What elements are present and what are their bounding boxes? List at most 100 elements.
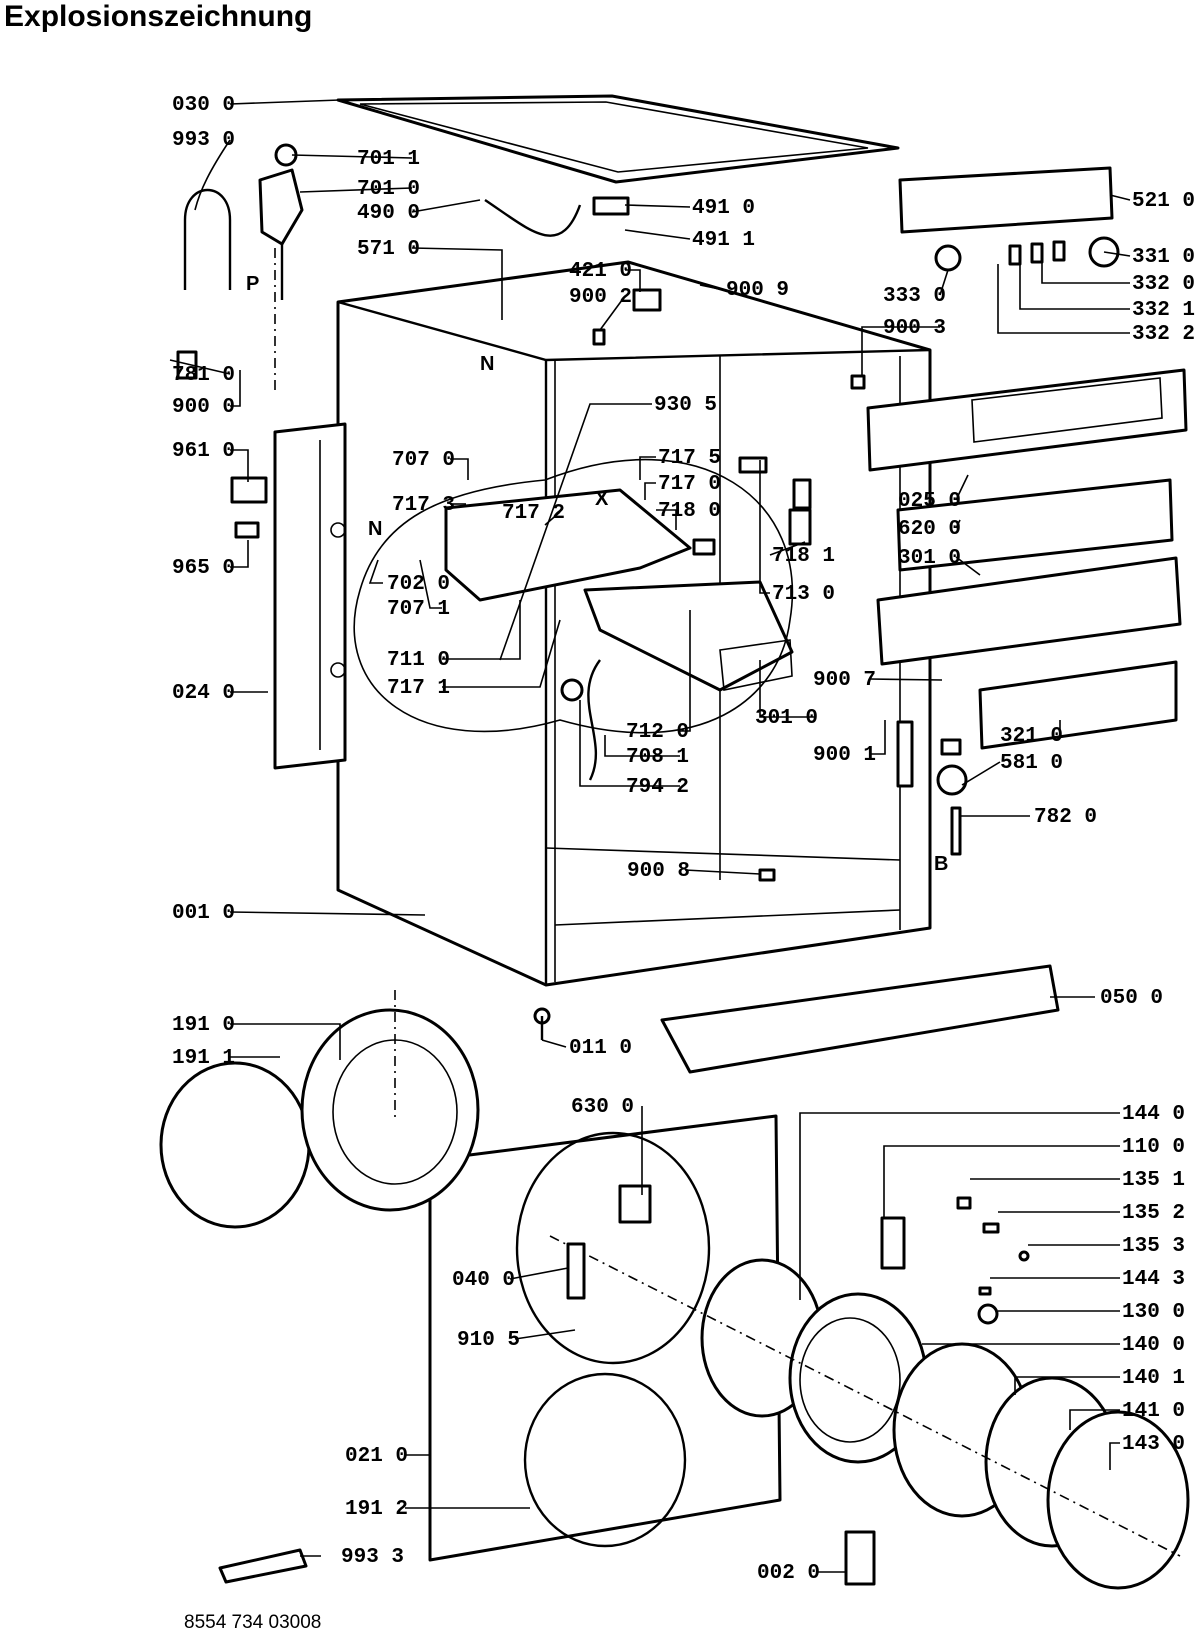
leader-line bbox=[955, 474, 969, 501]
leader-line bbox=[644, 482, 656, 500]
leader-line bbox=[604, 735, 680, 757]
leader-line bbox=[230, 449, 249, 482]
leader-line bbox=[1014, 1376, 1120, 1395]
door-assembly bbox=[274, 248, 1190, 1590]
part-label: 301 0 bbox=[898, 547, 961, 570]
part-label: 050 0 bbox=[1100, 987, 1163, 1010]
part-label: 707 0 bbox=[392, 449, 455, 472]
part-label: 191 0 bbox=[172, 1014, 235, 1037]
leader-line bbox=[544, 511, 561, 526]
leader-line bbox=[769, 541, 806, 556]
leader-line bbox=[229, 911, 426, 916]
part-label: 332 1 bbox=[1132, 299, 1195, 322]
part-label: 713 0 bbox=[772, 583, 835, 606]
leader-line bbox=[939, 269, 949, 296]
part-label: 025 0 bbox=[898, 490, 961, 513]
leader-line bbox=[230, 540, 249, 568]
part-label: 110 0 bbox=[1122, 1136, 1185, 1159]
small-parts bbox=[176, 143, 1066, 1586]
part-label: 321 0 bbox=[1000, 725, 1063, 748]
leader-line bbox=[1069, 1409, 1120, 1430]
part-label: 900 9 bbox=[726, 279, 789, 302]
leader-line bbox=[299, 187, 413, 193]
part-label: 900 3 bbox=[883, 317, 946, 340]
leader-line bbox=[1109, 1442, 1120, 1470]
leader-line bbox=[194, 139, 231, 211]
part-label: 718 0 bbox=[658, 500, 721, 523]
leader-line bbox=[961, 761, 1001, 786]
part-label: 333 0 bbox=[883, 285, 946, 308]
part-label: 794 2 bbox=[626, 776, 689, 799]
leader-lines bbox=[169, 99, 1131, 1573]
part-label: 021 0 bbox=[345, 1445, 408, 1468]
part-label: 490 0 bbox=[357, 202, 420, 225]
part-label: 191 1 bbox=[172, 1047, 235, 1070]
leader-line bbox=[955, 556, 981, 576]
part-label: 910 5 bbox=[457, 1329, 520, 1352]
part-label: 491 1 bbox=[692, 229, 755, 252]
leader-line bbox=[955, 519, 961, 529]
part-label: 144 3 bbox=[1122, 1268, 1185, 1291]
document-number: 8554 734 03008 bbox=[184, 1612, 322, 1633]
front-panel bbox=[428, 1114, 782, 1562]
part-label: 708 1 bbox=[626, 746, 689, 769]
part-label: 130 0 bbox=[1122, 1301, 1185, 1324]
part-label: 782 0 bbox=[1034, 806, 1097, 829]
leader-line bbox=[684, 869, 761, 875]
part-label: 011 0 bbox=[569, 1037, 632, 1060]
leader-line bbox=[599, 295, 626, 331]
part-label: 717 1 bbox=[387, 677, 450, 700]
leader-line bbox=[230, 370, 241, 407]
part-label: 930 5 bbox=[654, 394, 717, 417]
part-label: 141 0 bbox=[1122, 1400, 1185, 1423]
leader-line bbox=[639, 456, 656, 480]
part-label: 630 0 bbox=[571, 1096, 634, 1119]
leader-line bbox=[870, 720, 886, 755]
part-label: 712 0 bbox=[626, 721, 689, 744]
leader-line bbox=[368, 559, 383, 584]
letter-tag: N bbox=[368, 518, 382, 540]
part-label: 332 0 bbox=[1132, 273, 1195, 296]
part-label: 143 0 bbox=[1122, 1433, 1185, 1456]
leader-line bbox=[499, 403, 652, 661]
leader-line bbox=[230, 1023, 341, 1060]
part-label: 140 0 bbox=[1122, 1334, 1185, 1357]
part-label: 144 0 bbox=[1122, 1103, 1185, 1126]
part-label: 717 5 bbox=[658, 447, 721, 470]
detail-outline bbox=[353, 458, 794, 734]
part-label: 965 0 bbox=[172, 557, 235, 580]
part-label: 717 3 bbox=[392, 494, 455, 517]
part-label: 900 8 bbox=[627, 860, 690, 883]
leader-line bbox=[1103, 251, 1131, 257]
diagram-title: Explosionszeichnung bbox=[4, 0, 313, 33]
leader-line bbox=[541, 1039, 567, 1048]
leader-line bbox=[883, 1145, 1120, 1218]
part-label: 961 0 bbox=[172, 440, 235, 463]
part-label: 717 0 bbox=[658, 473, 721, 496]
leader-line bbox=[1041, 262, 1130, 284]
part-label: 717 2 bbox=[502, 502, 565, 525]
leader-line bbox=[1109, 194, 1131, 201]
part-label: 332 2 bbox=[1132, 323, 1195, 346]
part-label: 140 1 bbox=[1122, 1367, 1185, 1390]
leader-line bbox=[509, 1267, 569, 1280]
leader-line bbox=[411, 199, 481, 213]
letter-tag: P bbox=[246, 273, 259, 295]
leader-line bbox=[1019, 264, 1130, 310]
part-label: 571 0 bbox=[357, 238, 420, 261]
part-label: 701 1 bbox=[357, 148, 420, 171]
part-label: 993 3 bbox=[341, 1546, 404, 1569]
leader-line bbox=[861, 326, 940, 376]
part-label: 135 3 bbox=[1122, 1235, 1185, 1258]
part-label: 030 0 bbox=[172, 94, 235, 117]
control-panel bbox=[866, 166, 1188, 750]
door-gasket bbox=[159, 1008, 480, 1229]
leader-line bbox=[799, 1112, 1120, 1300]
leader-line bbox=[699, 284, 725, 291]
part-label: 781 0 bbox=[172, 364, 235, 387]
part-label: 301 0 bbox=[755, 707, 818, 730]
part-label: 900 0 bbox=[172, 396, 235, 419]
part-label: 702 0 bbox=[387, 573, 450, 596]
leader-line bbox=[291, 154, 413, 159]
part-label: 001 0 bbox=[172, 902, 235, 925]
